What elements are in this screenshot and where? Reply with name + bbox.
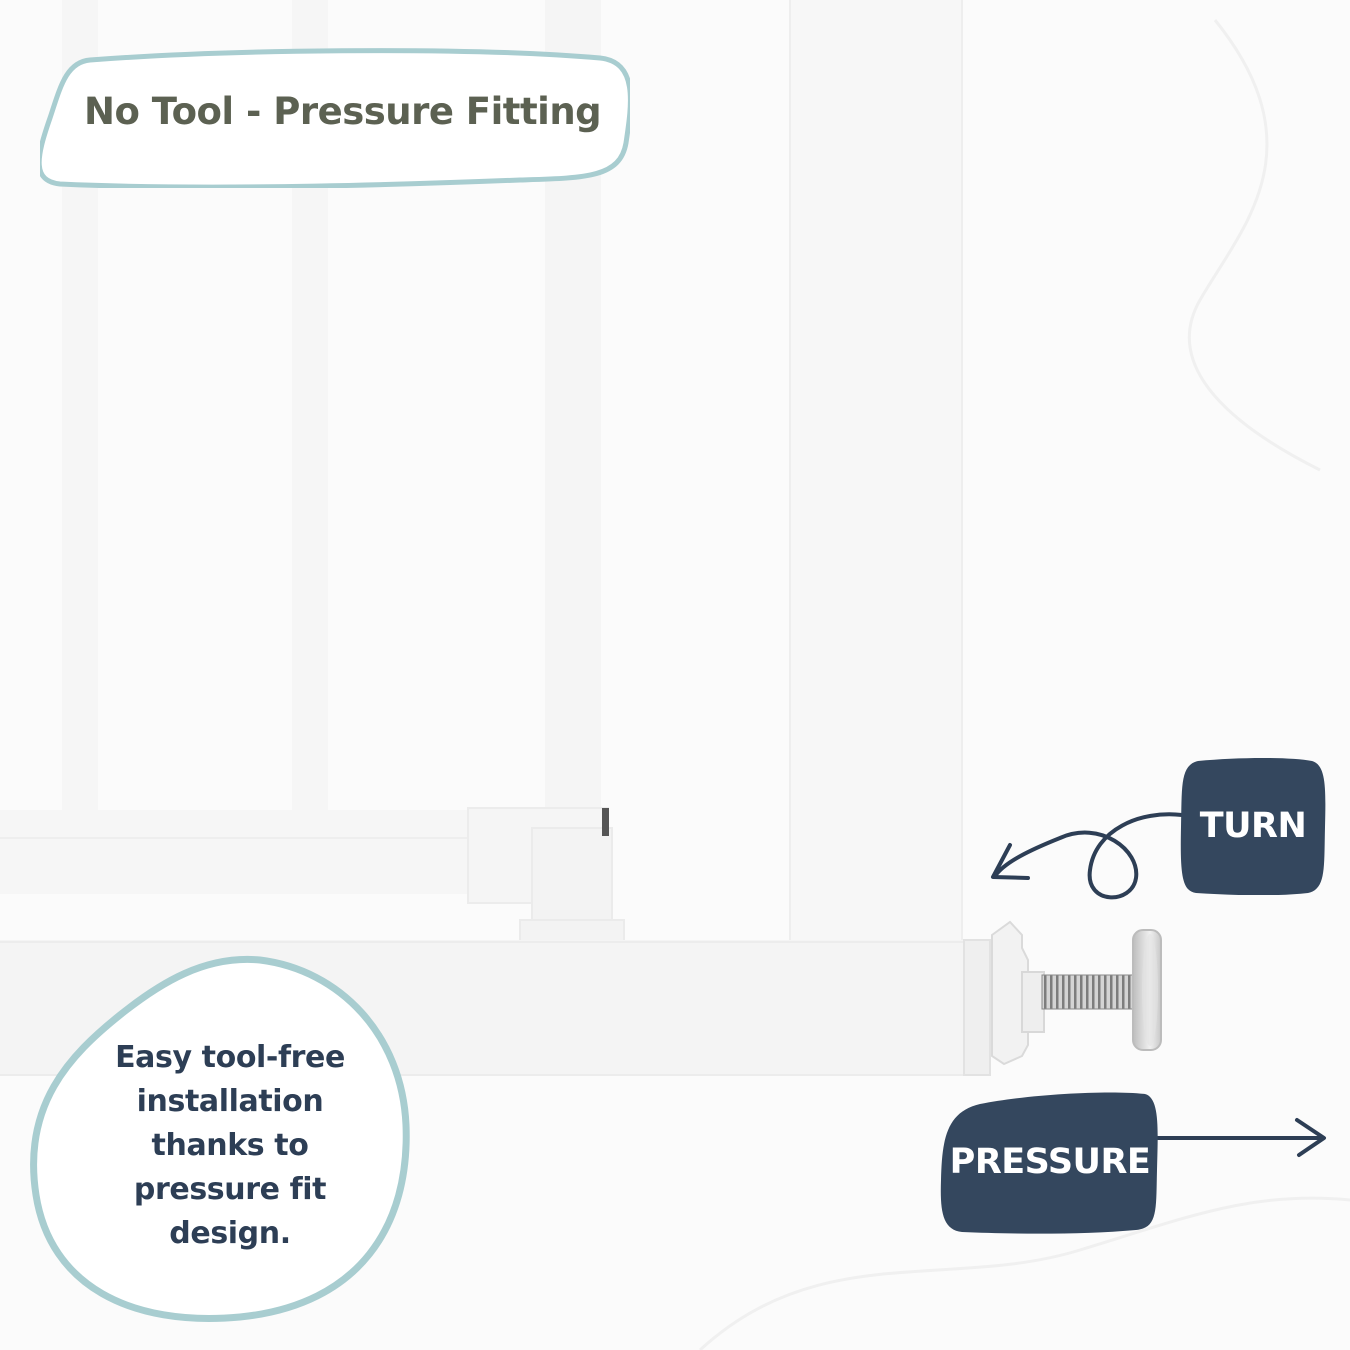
turn-label: TURN xyxy=(1199,806,1307,846)
description-line: thanks to xyxy=(151,1128,309,1163)
arrow-right-icon xyxy=(1156,1118,1326,1157)
description-bubble-outline xyxy=(30,955,410,1322)
pressure-label: PRESSURE xyxy=(949,1142,1151,1182)
turn-badge: TURN xyxy=(1180,757,1326,895)
installation-description: Easy tool-free installation thanks to pr… xyxy=(95,1036,365,1256)
curly-arrow-left-icon xyxy=(993,812,1184,900)
page-title: No Tool - Pressure Fitting xyxy=(84,90,602,133)
pressure-badge: PRESSURE xyxy=(940,1090,1160,1234)
description-line: design. xyxy=(169,1216,291,1251)
description-line: Easy tool-free xyxy=(115,1040,345,1075)
title-banner-outline xyxy=(40,48,630,188)
description-line: pressure fit xyxy=(133,1172,327,1207)
description-line: installation xyxy=(136,1084,324,1119)
